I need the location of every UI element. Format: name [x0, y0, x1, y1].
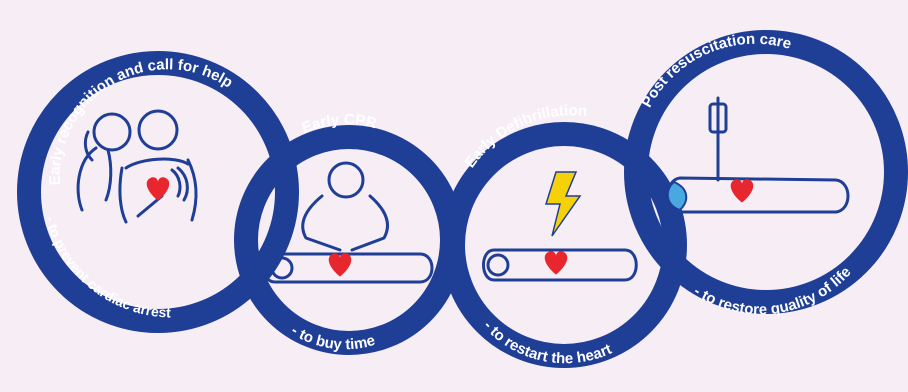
defibrillation-bolt-icon	[546, 172, 580, 236]
person-calling-icon	[78, 111, 196, 222]
heart-icon	[147, 177, 170, 200]
link-ring-4	[636, 42, 896, 302]
iv-drip-patient-icon	[668, 98, 848, 212]
svg-text:- to buy time: - to buy time	[288, 322, 377, 353]
heart-icon	[329, 253, 352, 276]
heart-icon	[731, 179, 754, 202]
heart-icon	[545, 251, 568, 274]
link-2-subtitle: - to buy time	[288, 322, 377, 353]
